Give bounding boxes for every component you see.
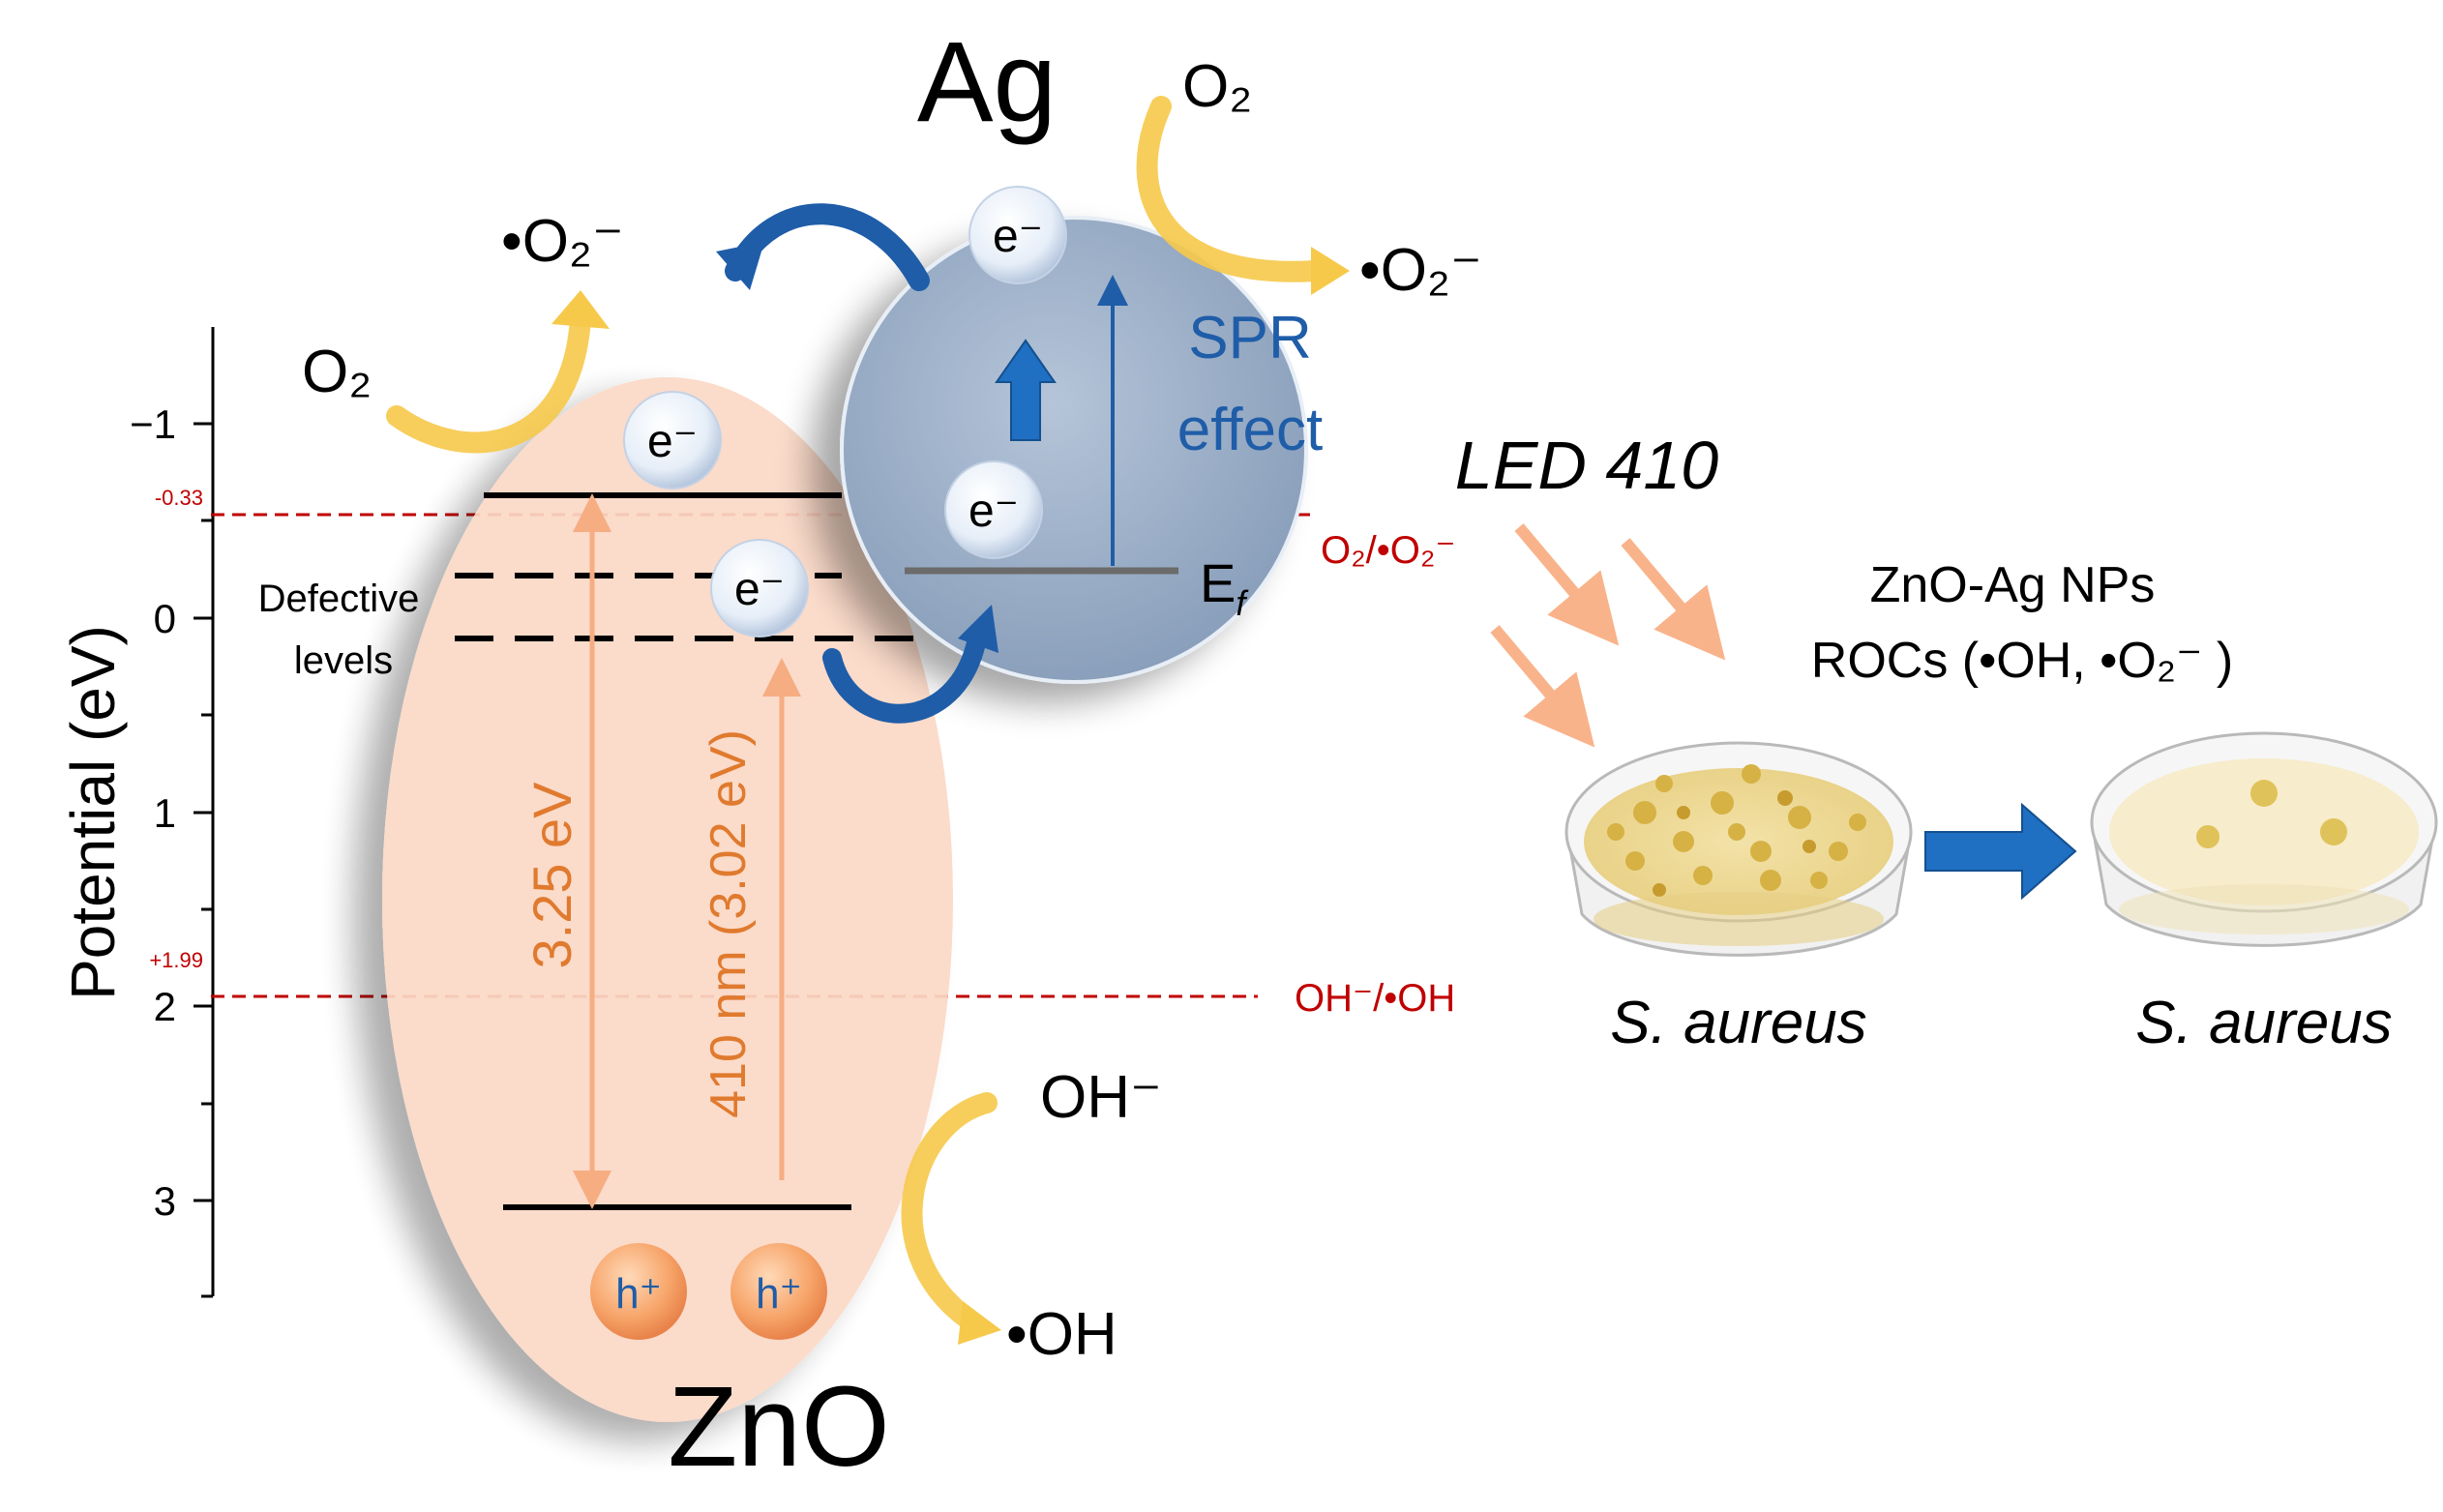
tick-label: 0 [154,596,176,641]
hole-ball [730,1243,827,1340]
ag-particle [840,216,1308,684]
axis-title: Potential (eV) [58,625,128,1000]
excitation-label: 410 nm (3.02 eV) [700,729,757,1118]
oh-minus-label: OH⁻ [1040,1064,1162,1131]
ref-couple-oh: OH⁻/•OH [1295,977,1455,1020]
tick-label: 2 [154,984,176,1029]
light-ray [1514,523,1620,646]
electron-ball [710,539,809,637]
dish-label-after: S. aureus [2135,990,2392,1056]
tick-label: 1 [154,790,176,836]
ag-title: Ag [917,18,1057,146]
zno-to-ag-curved-arrow [822,629,987,724]
hole-label: h⁺ [756,1270,802,1318]
band-levels [455,492,1178,1210]
electron-ball [968,186,1067,284]
superoxide-label-left: •O₂⁻ [501,208,624,275]
ref-couple-o2: O₂/•O₂⁻ [1321,529,1456,572]
o2-reduction-arrow-left [386,309,591,454]
electron-ball [623,391,722,489]
hydroxyl-label: •OH [1006,1301,1117,1368]
electron-ball [944,460,1043,559]
treatment-arrow [1924,802,2077,901]
electron-label: e⁻ [968,486,1019,537]
electron-label: e⁻ [993,211,1043,262]
ag-to-zno-curved-arrow [725,203,930,291]
petri-dish-before [1564,741,1913,957]
dish-label-before: S. aureus [1610,990,1866,1056]
zno-title: ZnO [668,1363,890,1491]
defective-label-2: levels [294,639,393,682]
electron-label: e⁻ [734,564,785,615]
tick-label: −1 [130,401,176,447]
hole-ball [590,1243,687,1340]
o2-label-right: O₂ [1182,53,1252,120]
hole-label: h⁺ [615,1270,662,1318]
fermi-label: Ef [1200,552,1249,623]
spr-label-2: effect [1177,397,1324,463]
electron-transfer-up-arrow [995,339,1057,441]
bandgap-label: 3.25 eV [521,782,582,969]
spr-label-1: SPR [1188,305,1311,371]
oh-oxidation-arrow [901,1092,998,1336]
ref-value-oh: +1.99 [149,948,203,972]
o2-label-left: O₂ [302,339,372,405]
o2-reduction-arrowhead-left [551,290,610,329]
o2-reduction-arrow-right [1136,96,1326,282]
treatment-label-1: ZnO-Ag NPs [1870,557,2156,613]
petri-dish-after [2090,731,2438,947]
superoxide-label-right: •O₂⁻ [1359,237,1482,304]
light-ray [1621,538,1726,661]
light-ray [1490,625,1595,748]
oh-oxidation-arrowhead [958,1301,1001,1345]
potential-axis: −1 0 1 2 3 Potential (eV) [58,327,215,1298]
electrons: e⁻ e⁻ e⁻ e⁻ [623,186,1067,637]
zno-to-ag-arrowhead [958,605,998,653]
defective-label-1: Defective [258,578,420,620]
ref-value-o2: -0.33 [155,486,203,510]
treatment-label-2: ROCs (•OH, •O₂⁻ ) [1811,633,2233,689]
electron-label: e⁻ [647,416,698,467]
led-label: LED 410 [1455,428,1718,503]
tick-label: 3 [154,1178,176,1224]
holes: h⁺ h⁺ [590,1243,827,1340]
o2-reduction-arrowhead-right [1311,247,1350,295]
antibacterial-panel: LED 410 ZnO-Ag NPs ROCs (•OH, •O₂⁻ ) [1455,428,2438,1056]
ag-to-zno-arrowhead [716,242,764,290]
